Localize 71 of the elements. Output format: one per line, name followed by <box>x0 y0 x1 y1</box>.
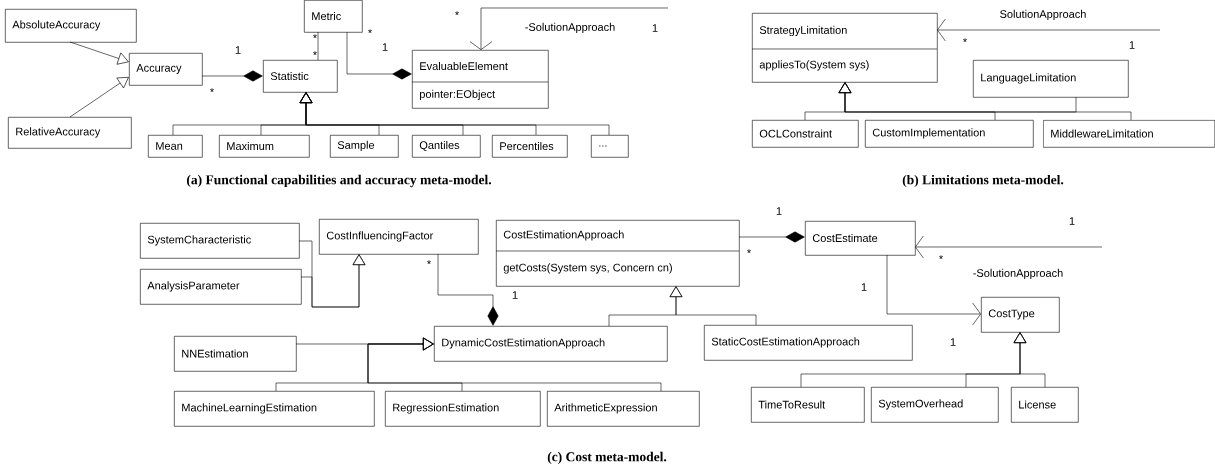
class-box: OCLConstraint <box>752 120 859 148</box>
class-box: Percentiles <box>492 135 568 158</box>
arrow <box>669 286 757 326</box>
multiplicity-label: 1 <box>382 43 388 51</box>
arrow <box>1013 332 1046 388</box>
multiplicity-label: 1 <box>235 46 241 54</box>
multiplicity-label: * <box>939 255 943 260</box>
edge-label: -SolutionApproach <box>523 21 617 35</box>
class-box: Statistic <box>263 60 338 93</box>
class-box: DynamicCostEstimationApproach <box>434 326 668 362</box>
multiplicity-label: 1 <box>776 207 782 215</box>
arrow <box>937 18 1161 42</box>
class-box: StrategyLimitation appliesTo(System sys) <box>751 13 938 83</box>
arrow <box>69 41 129 65</box>
edge-label: SolutionApproach <box>998 8 1088 22</box>
multiplicity-label: 1 <box>1129 41 1135 49</box>
arrow <box>886 254 981 326</box>
class-box: Sample <box>330 135 399 158</box>
arrow <box>300 254 366 308</box>
multiplicity-label: * <box>313 51 317 56</box>
class-box: NNEstimation <box>174 336 297 372</box>
multiplicity-label: 1 <box>950 338 956 346</box>
class-box: MachineLearningEstimation <box>174 391 375 427</box>
multiplicity-label: 1 <box>1069 217 1075 225</box>
class-box: License <box>1011 387 1079 423</box>
class-box: RelativeAccuracy <box>8 117 132 149</box>
arrow <box>346 31 412 80</box>
multiplicity-label: 1 <box>652 24 658 32</box>
class-box: CostEstimate <box>805 221 916 256</box>
caption: (a) Functional capabilities and accuracy meta-model. <box>187 174 492 188</box>
class-box: TimeToResult <box>751 387 865 423</box>
caption: (b) Limitations meta-model. <box>902 174 1064 188</box>
arrow <box>299 92 610 136</box>
multiplicity-label: * <box>427 260 431 265</box>
class-box: EvaluableElement pointer:EObject <box>411 50 549 109</box>
arrow <box>469 7 669 50</box>
arrow <box>437 253 499 326</box>
class-box: Metric <box>304 0 363 33</box>
class-box: MiddlewareLimitation <box>1043 120 1215 148</box>
class-box: Accuracy <box>129 53 203 86</box>
class-box: CostEstimationApproach getCosts(System sys, Concern cn) <box>495 220 740 287</box>
arrow <box>367 337 662 392</box>
class-box: StaticCostEstimationApproach <box>704 325 913 361</box>
class-box: AnalysisParameter <box>140 269 302 305</box>
arrow <box>738 231 805 243</box>
connector <box>317 31 319 61</box>
class-box: Mean <box>148 135 203 158</box>
class-box: CostType <box>981 297 1060 333</box>
multiplicity-label: * <box>455 11 459 16</box>
multiplicity-label: * <box>313 34 317 39</box>
multiplicity-label: * <box>963 38 967 43</box>
class-box: RegressionEstimation <box>385 391 541 427</box>
multiplicity-label: 1 <box>512 291 518 299</box>
multiplicity-label: 1 <box>861 283 867 291</box>
class-box: Qantiles <box>412 135 481 158</box>
class-box: SystemOverhead <box>871 387 999 423</box>
arrow <box>69 77 129 118</box>
class-box: Maximum <box>219 135 310 158</box>
arrow <box>915 235 1103 259</box>
caption: (c) Cost meta-model. <box>547 451 667 465</box>
class-box: LanguageLimitation <box>973 60 1129 98</box>
arrow <box>838 82 1077 113</box>
multiplicity-label: * <box>210 88 214 93</box>
class-box: SystemCharacteristic <box>140 223 300 259</box>
arrow <box>201 70 263 82</box>
class-box: CostInfluencingFactor <box>319 219 479 255</box>
class-box: CustomImplementation <box>865 120 1034 148</box>
edge-label: -SolutionApproach <box>971 267 1065 281</box>
class-box: AbsoluteAccuracy <box>5 9 137 43</box>
class-box: ArithmeticExpression <box>547 391 700 427</box>
class-box: ... <box>591 135 629 158</box>
